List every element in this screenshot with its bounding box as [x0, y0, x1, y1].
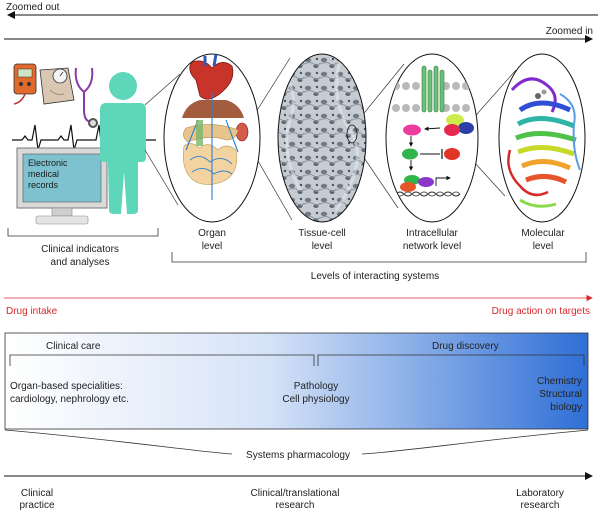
drug-intake-label: Drug intake: [6, 306, 58, 317]
drug-discovery-bracket: [317, 354, 585, 366]
molecular-level-label-2: level: [532, 241, 554, 252]
clinical-practice-label-1: Clinical: [20, 488, 54, 499]
pathology-label: Pathology: [293, 381, 339, 392]
node-green: [402, 148, 418, 160]
translational-research-label-1: Clinical/translational: [250, 488, 340, 499]
biology-label: biology: [550, 402, 582, 413]
laboratory-research-label-2: research: [520, 500, 560, 511]
cell-physiology-label: Cell physiology: [282, 394, 350, 405]
zoomed-in-label: Zoomed in: [545, 26, 593, 37]
clinical-indicators-label-2: and analyses: [50, 257, 110, 268]
membrane-icon: [392, 82, 470, 112]
monitor-text-3: records: [28, 180, 59, 190]
liver-icon: [182, 100, 244, 118]
organ-level-label-2: level: [201, 241, 223, 252]
clinical-care-bracket: [9, 354, 315, 366]
tissue-level-label-2: level: [311, 241, 333, 252]
drug-action-label: Drug action on targets: [491, 306, 590, 317]
organ-specialities-label-1: Organ-based specialities:: [10, 381, 123, 392]
network-level-label-1: Intracellular: [406, 228, 458, 239]
systems-pharmacology-label: Systems pharmacology: [246, 450, 350, 461]
clinical-indicators-label-1: Clinical indicators: [41, 244, 119, 255]
drug-discovery-label: Drug discovery: [432, 341, 499, 352]
blood-pressure-device-icon: [13, 63, 37, 105]
discipline-band: [4, 332, 589, 430]
levels-bracket: [171, 252, 587, 263]
organ-level-label-1: Organ: [198, 228, 226, 239]
organ-level-ellipse: [163, 53, 261, 223]
node-red: [444, 148, 460, 160]
tissue-cell-ellipse: [277, 53, 367, 223]
tissue-level-label-1: Tissue-cell: [298, 228, 346, 239]
cell-highlight: [346, 124, 358, 144]
laboratory-research-label-1: Laboratory: [516, 488, 564, 499]
levels-of-interacting-systems-label: Levels of interacting systems: [310, 271, 440, 282]
funnel-right: [361, 429, 589, 455]
network-level-label-2: network level: [402, 241, 462, 252]
translational-research-label-2: research: [275, 500, 315, 511]
protein-structure-icon: [507, 77, 581, 208]
molecular-ellipse: [498, 53, 586, 223]
monitor-text-2: medical: [28, 169, 60, 179]
stethoscope-icon: [74, 67, 98, 128]
receptor-icon: [421, 65, 445, 113]
node-pink: [403, 124, 421, 136]
structural-label: Structural: [539, 389, 582, 400]
chemistry-label: Chemistry: [536, 376, 582, 387]
cuff-icon: [39, 67, 75, 105]
clinical-care-label: Clinical care: [46, 341, 101, 352]
zoomed-out-label: Zoomed out: [6, 2, 60, 13]
human-figure-icon: [100, 72, 146, 214]
funnel-left: [4, 429, 233, 455]
monitor-text-1: Electronic: [28, 158, 68, 168]
organ-specialities-label-2: cardiology, nephrology etc.: [10, 394, 129, 405]
heart-icon: [189, 60, 234, 100]
molecular-level-label-1: Molecular: [521, 228, 565, 239]
intestine-icon: [182, 143, 238, 185]
clinical-practice-label-2: practice: [19, 500, 55, 511]
monitor-icon: [16, 147, 108, 225]
clinical-indicators-bracket: [7, 228, 159, 237]
intracellular-network-ellipse: [385, 53, 479, 223]
